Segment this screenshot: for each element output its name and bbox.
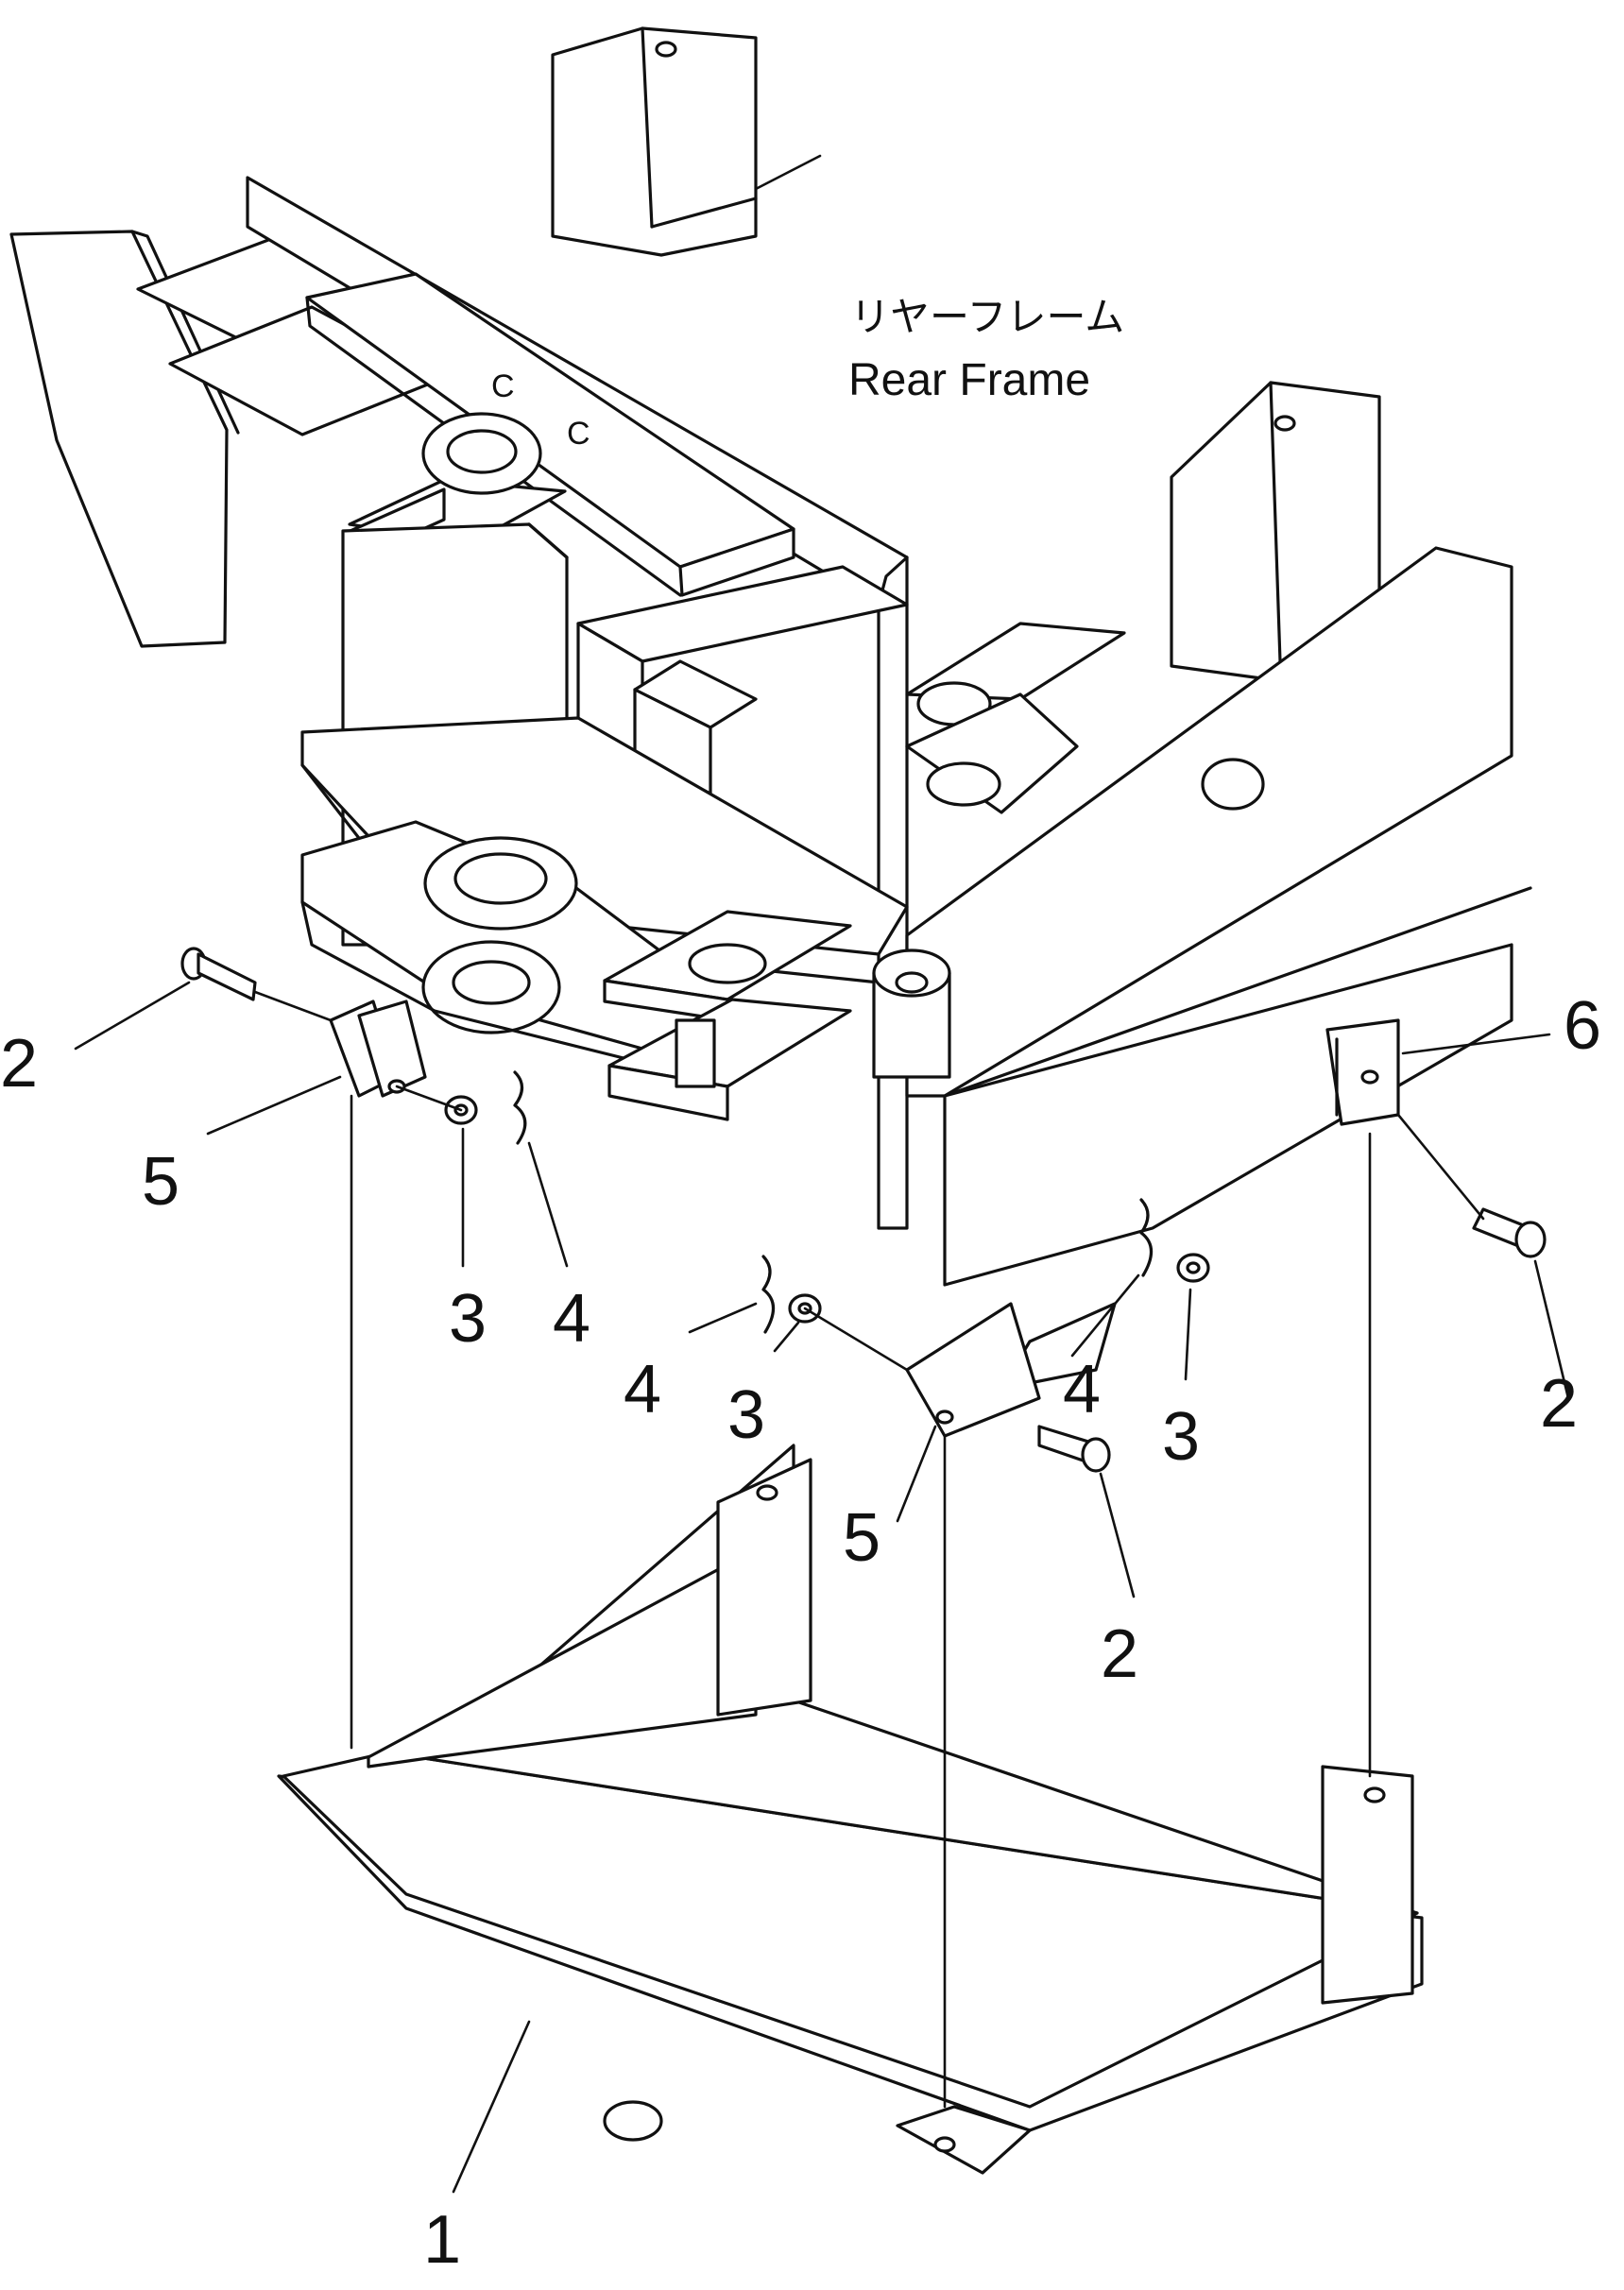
cotter-pin-left xyxy=(513,1070,527,1145)
rear-frame-label-jp: リヤーフレーム xyxy=(850,294,1124,340)
callout-5-left: 5 xyxy=(142,1144,179,1220)
cylinder-post xyxy=(872,758,1265,1079)
bolt-left xyxy=(180,947,257,1001)
washer-right xyxy=(1176,1253,1210,1283)
rear-frame: C C xyxy=(9,26,1532,1287)
right-frame-rail xyxy=(905,546,1532,1098)
cross-tube xyxy=(136,232,446,436)
callout-2-center: 2 xyxy=(1101,1616,1138,1692)
callout-2-right: 2 xyxy=(1540,1366,1578,1442)
callout-3-right: 3 xyxy=(1162,1399,1200,1475)
bolt-center xyxy=(1037,1425,1111,1473)
bolt-right-upper xyxy=(1472,1207,1547,1258)
rear-frame-label-en: Rear Frame xyxy=(848,355,1090,405)
callout-3-center: 3 xyxy=(727,1377,765,1453)
right-lugs xyxy=(905,622,1126,814)
callout-4-left: 4 xyxy=(553,1281,590,1357)
cotter-pin-center xyxy=(761,1255,776,1334)
hinge-6 xyxy=(1325,1018,1400,1126)
callout-4-center: 4 xyxy=(624,1352,661,1427)
cotter-pin-right xyxy=(1139,1198,1154,1277)
leader-lines xyxy=(74,981,1570,2194)
callout-5-center: 5 xyxy=(843,1500,880,1576)
cab-mount-left xyxy=(551,26,822,257)
hinge-left xyxy=(329,1000,427,1098)
lug-block xyxy=(603,910,852,1121)
callout-2-left: 2 xyxy=(0,1026,38,1102)
callout-1: 1 xyxy=(423,2202,461,2278)
svg-text:C: C xyxy=(567,416,590,452)
tray xyxy=(277,1444,1424,2175)
svg-text:C: C xyxy=(491,368,515,404)
callout-3-left: 3 xyxy=(449,1281,487,1357)
callout-6: 6 xyxy=(1564,988,1601,1064)
hinge-right xyxy=(905,1302,1117,1438)
callout-4-right: 4 xyxy=(1063,1352,1101,1427)
top-wedge-plate xyxy=(305,272,795,597)
